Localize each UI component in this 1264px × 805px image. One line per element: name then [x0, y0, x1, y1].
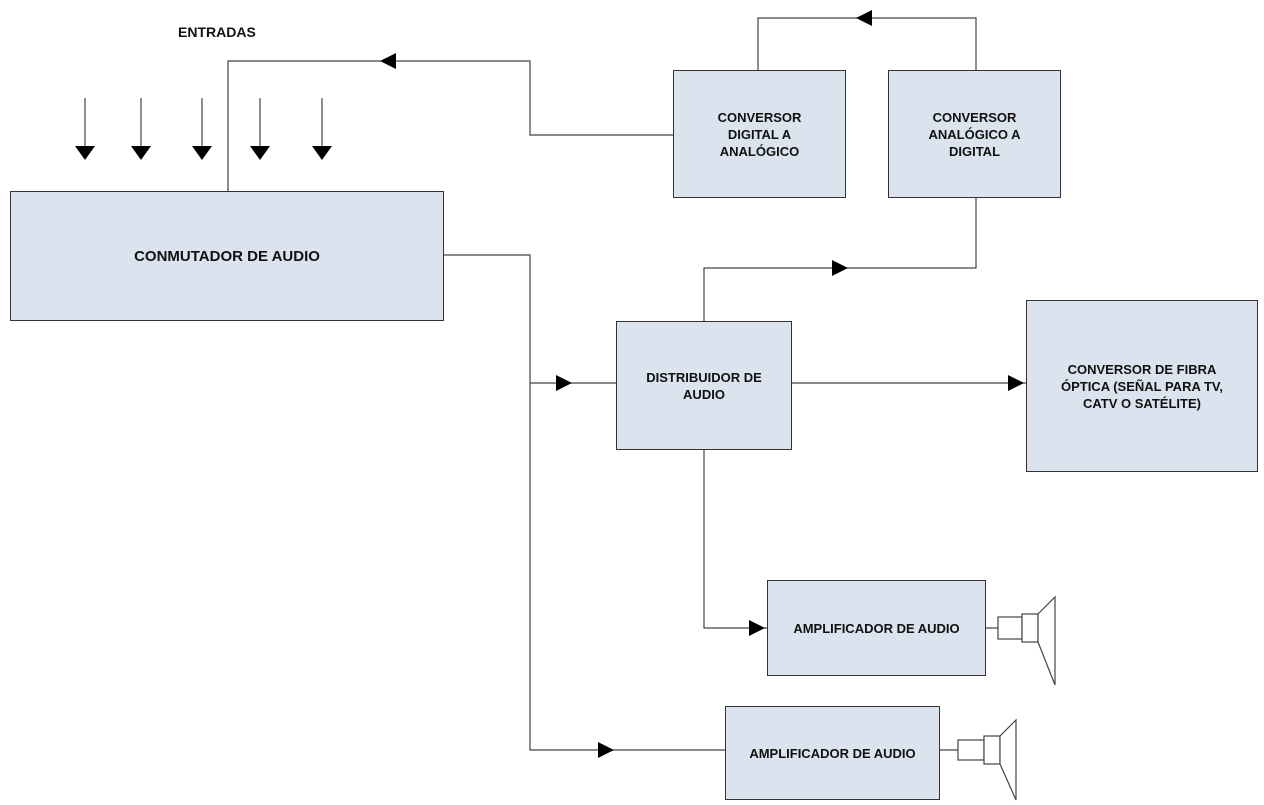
arrow-right-icon [1008, 375, 1024, 391]
arrow-left-icon [380, 53, 396, 69]
block-text: CONMUTADOR DE AUDIO [134, 247, 320, 265]
arrow-right-icon [556, 375, 572, 391]
fiber-optic-converter-block: CONVERSOR DE FIBRA ÓPTICA (SEÑAL PARA TV… [1026, 300, 1258, 472]
adc-block: CONVERSOR ANALÓGICO A DIGITAL [888, 70, 1061, 198]
arrow-right-icon [832, 260, 848, 276]
block-text: AMPLIFICADOR DE AUDIO [793, 620, 960, 636]
arrow-right-icon [598, 742, 614, 758]
arrow-down-icon [250, 146, 270, 160]
block-text: AMPLIFICADOR DE AUDIO [749, 745, 916, 761]
block-text: CONVERSOR [932, 109, 1017, 125]
arrow-left-icon [856, 10, 872, 26]
arrow-right-icon [749, 620, 765, 636]
speaker-icon [957, 718, 1017, 801]
block-text: ANALÓGICO [719, 143, 800, 159]
block-text: CONVERSOR [717, 109, 802, 125]
block-text: ÓPTICA (SEÑAL PARA TV, [1060, 378, 1224, 394]
arrow-down-icon [192, 146, 212, 160]
arrow-down-icon [131, 146, 151, 160]
audio-amplifier-block-1: AMPLIFICADOR DE AUDIO [767, 580, 986, 676]
arrow-down-icon [312, 146, 332, 160]
inputs-label: ENTRADAS [178, 24, 256, 40]
block-text: AUDIO [683, 386, 725, 402]
audio-switcher-block: CONMUTADOR DE AUDIO [10, 191, 444, 321]
arrow-down-icon [75, 146, 95, 160]
block-text: DIGITAL A [727, 126, 792, 142]
block-text: DISTRIBUIDOR DE [646, 369, 762, 385]
block-text: CATV O SATÉLITE) [1083, 395, 1201, 411]
audio-distributor-block: DISTRIBUIDOR DE AUDIO [616, 321, 792, 450]
block-text: ANALÓGICO A [928, 126, 1021, 142]
speaker-icon [997, 595, 1056, 686]
block-text: CONVERSOR DE FIBRA [1067, 361, 1217, 377]
block-text: DIGITAL [948, 143, 1001, 159]
audio-amplifier-block-2: AMPLIFICADOR DE AUDIO [725, 706, 940, 800]
dac-block: CONVERSOR DIGITAL A ANALÓGICO [673, 70, 846, 198]
